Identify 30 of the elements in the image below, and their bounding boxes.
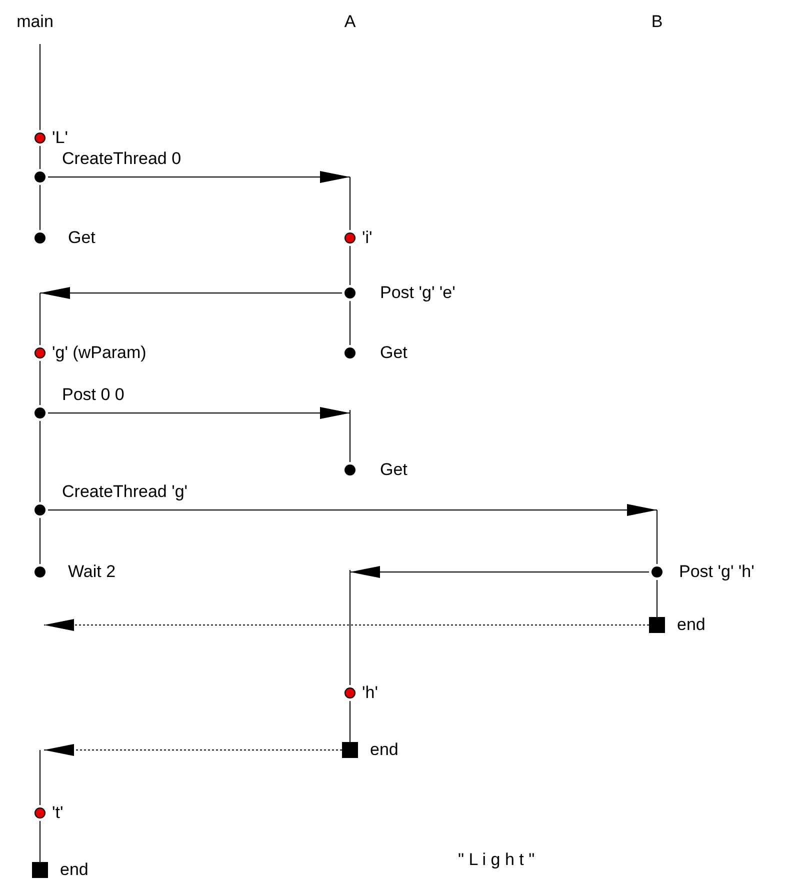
- lifeline: [656, 580, 658, 618]
- arrow: [48, 407, 350, 419]
- event-label: Wait 2: [68, 562, 116, 582]
- lifeline-header: main: [16, 12, 54, 32]
- arrow: [48, 171, 350, 183]
- event-label: end: [370, 740, 398, 760]
- event-label: end: [60, 860, 88, 880]
- event-label: 't': [52, 803, 64, 823]
- edge-label: CreateThread 0: [62, 149, 182, 169]
- edge-label: CreateThread 'g': [62, 482, 188, 502]
- dashed-arrow: [44, 744, 342, 756]
- arrow: [48, 504, 658, 516]
- event-label: 'i': [362, 228, 372, 248]
- event-label: 'L': [52, 128, 68, 148]
- lifeline: [656, 510, 658, 564]
- event-label: Get: [68, 228, 96, 248]
- dashed-arrow: [44, 619, 650, 631]
- event-label: Post 'g' 'h': [679, 562, 754, 582]
- event-label: 'g' (wParam): [52, 343, 146, 363]
- arrow: [40, 287, 342, 299]
- event-label: 'h': [362, 683, 378, 703]
- arrow: [350, 566, 650, 578]
- event-label: Get: [380, 343, 408, 363]
- lifeline-header: A: [343, 12, 357, 32]
- edge-label: Post 0 0: [62, 385, 124, 405]
- lifeline-header: B: [650, 12, 664, 32]
- caption-text: " L i g h t ": [458, 850, 535, 870]
- event-label: Post 'g' 'e': [380, 283, 456, 303]
- event-label: Get: [380, 460, 408, 480]
- event-label: end: [677, 615, 706, 635]
